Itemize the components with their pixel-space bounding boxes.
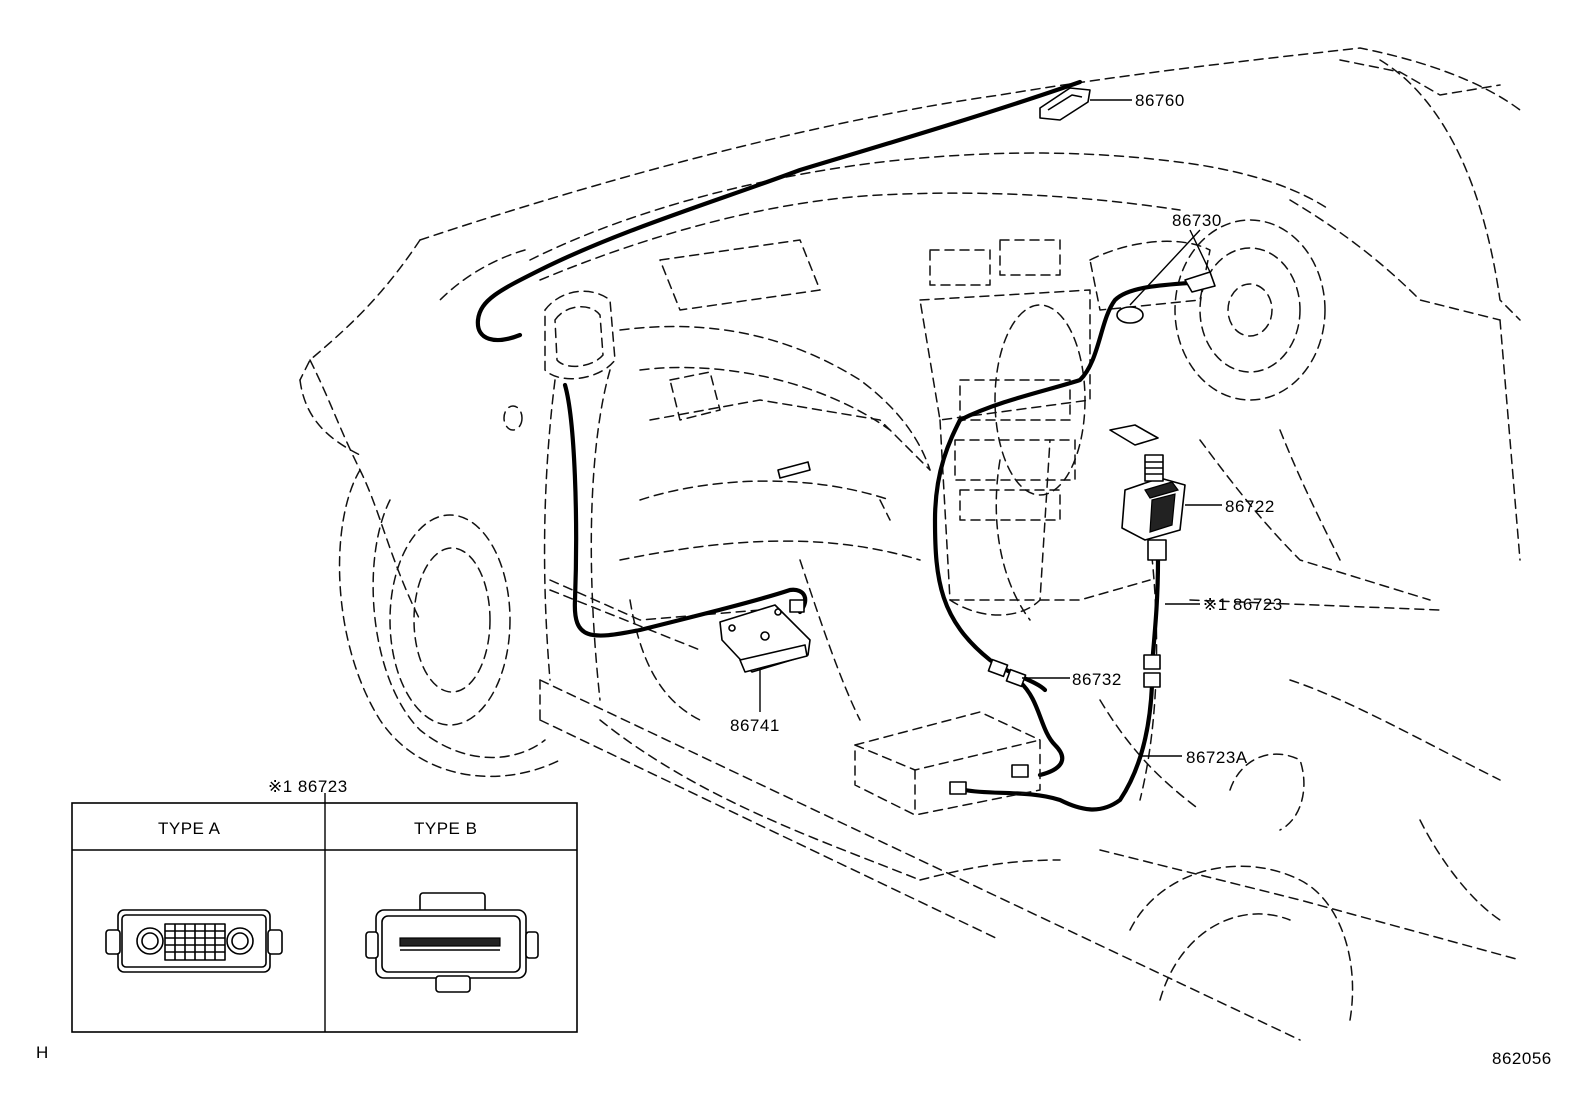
connector-type-inset: ※1 86723 TYPE A TYPE B	[71, 777, 578, 1033]
module-86741	[719, 599, 811, 673]
vehicle-body-outline	[299, 47, 1521, 1041]
connector-86730	[1116, 271, 1216, 324]
figure-number: 862056	[1492, 1049, 1552, 1068]
label-86723-note: ※1 86723	[1203, 595, 1283, 614]
label-86722: 86722	[1225, 497, 1275, 516]
device-86722	[1109, 424, 1186, 561]
type-a-connector-drawing	[105, 909, 283, 973]
type-b-header: TYPE B	[414, 819, 477, 838]
type-a-header: TYPE A	[158, 819, 221, 838]
connector-86723-inline	[1143, 654, 1161, 688]
callout-labels: 86760 86730 86722 ※1 86723 86732 86741 8…	[730, 91, 1283, 767]
label-86741: 86741	[730, 716, 780, 735]
antenna-amplifier-86760	[1039, 87, 1091, 121]
label-86760: 86760	[1135, 91, 1185, 110]
label-86732: 86732	[1072, 670, 1122, 689]
receiver-box	[854, 711, 1041, 816]
corner-letter: H	[36, 1043, 49, 1062]
leader-lines	[324, 99, 1222, 1032]
type-b-connector-drawing	[365, 892, 539, 993]
connector-86732	[987, 658, 1027, 688]
label-86723a: 86723A	[1186, 748, 1248, 767]
harness-wires	[475, 79, 1203, 812]
label-86730: 86730	[1172, 211, 1222, 230]
inset-title: ※1 86723	[268, 777, 348, 796]
